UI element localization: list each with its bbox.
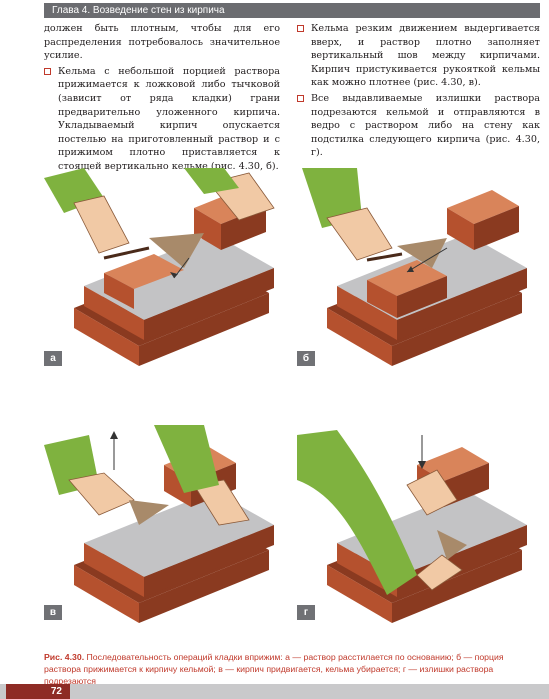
figure-a-illustration bbox=[44, 168, 275, 366]
right-text-column: Кельма резким движением выдергивается вв… bbox=[297, 22, 540, 162]
bullet-paragraph: Все выдавливаемые излишки раствора подре… bbox=[297, 92, 540, 160]
caption-number: Рис. 4.30. bbox=[44, 652, 85, 662]
bullet-square-icon bbox=[44, 67, 51, 75]
page-footer: 72 bbox=[0, 684, 549, 699]
figure-b-illustration bbox=[302, 168, 527, 366]
bullet-text: Кельма резким движением выдергивается вв… bbox=[311, 23, 540, 89]
bullet-text: Кельма с небольшой порцией раствора приж… bbox=[58, 65, 280, 172]
figure-v-illustration bbox=[44, 425, 274, 623]
figure-g-label: г bbox=[297, 605, 315, 620]
figure-v bbox=[44, 425, 279, 625]
bullet-paragraph: Кельма с небольшой порцией раствора приж… bbox=[44, 65, 280, 174]
figure-b-label: б bbox=[297, 351, 315, 366]
figure-b bbox=[297, 168, 532, 368]
figure-a-label: а bbox=[44, 351, 62, 366]
figure-a bbox=[44, 168, 279, 368]
left-text-column: должен быть плотным, чтобы для его распр… bbox=[44, 22, 280, 176]
paragraph: должен быть плотным, чтобы для его распр… bbox=[44, 23, 280, 62]
footer-bar bbox=[0, 684, 549, 699]
figure-g-illustration bbox=[297, 430, 527, 623]
bullet-square-icon bbox=[297, 94, 304, 102]
figure-g bbox=[297, 425, 532, 625]
figure-caption: Рис. 4.30. Последовательность операций к… bbox=[44, 651, 540, 687]
figure-v-label: в bbox=[44, 605, 62, 620]
bullet-text: Все выдавливаемые излишки раствора подре… bbox=[311, 92, 540, 159]
chapter-header: Глава 4. Возведение стен из кирпича bbox=[44, 3, 540, 18]
caption-text: Последовательность операций кладки вприж… bbox=[44, 652, 504, 686]
bullet-paragraph: Кельма резким движением выдергивается вв… bbox=[297, 22, 540, 90]
bullet-square-icon bbox=[297, 25, 304, 32]
page-number: 72 bbox=[6, 684, 70, 699]
